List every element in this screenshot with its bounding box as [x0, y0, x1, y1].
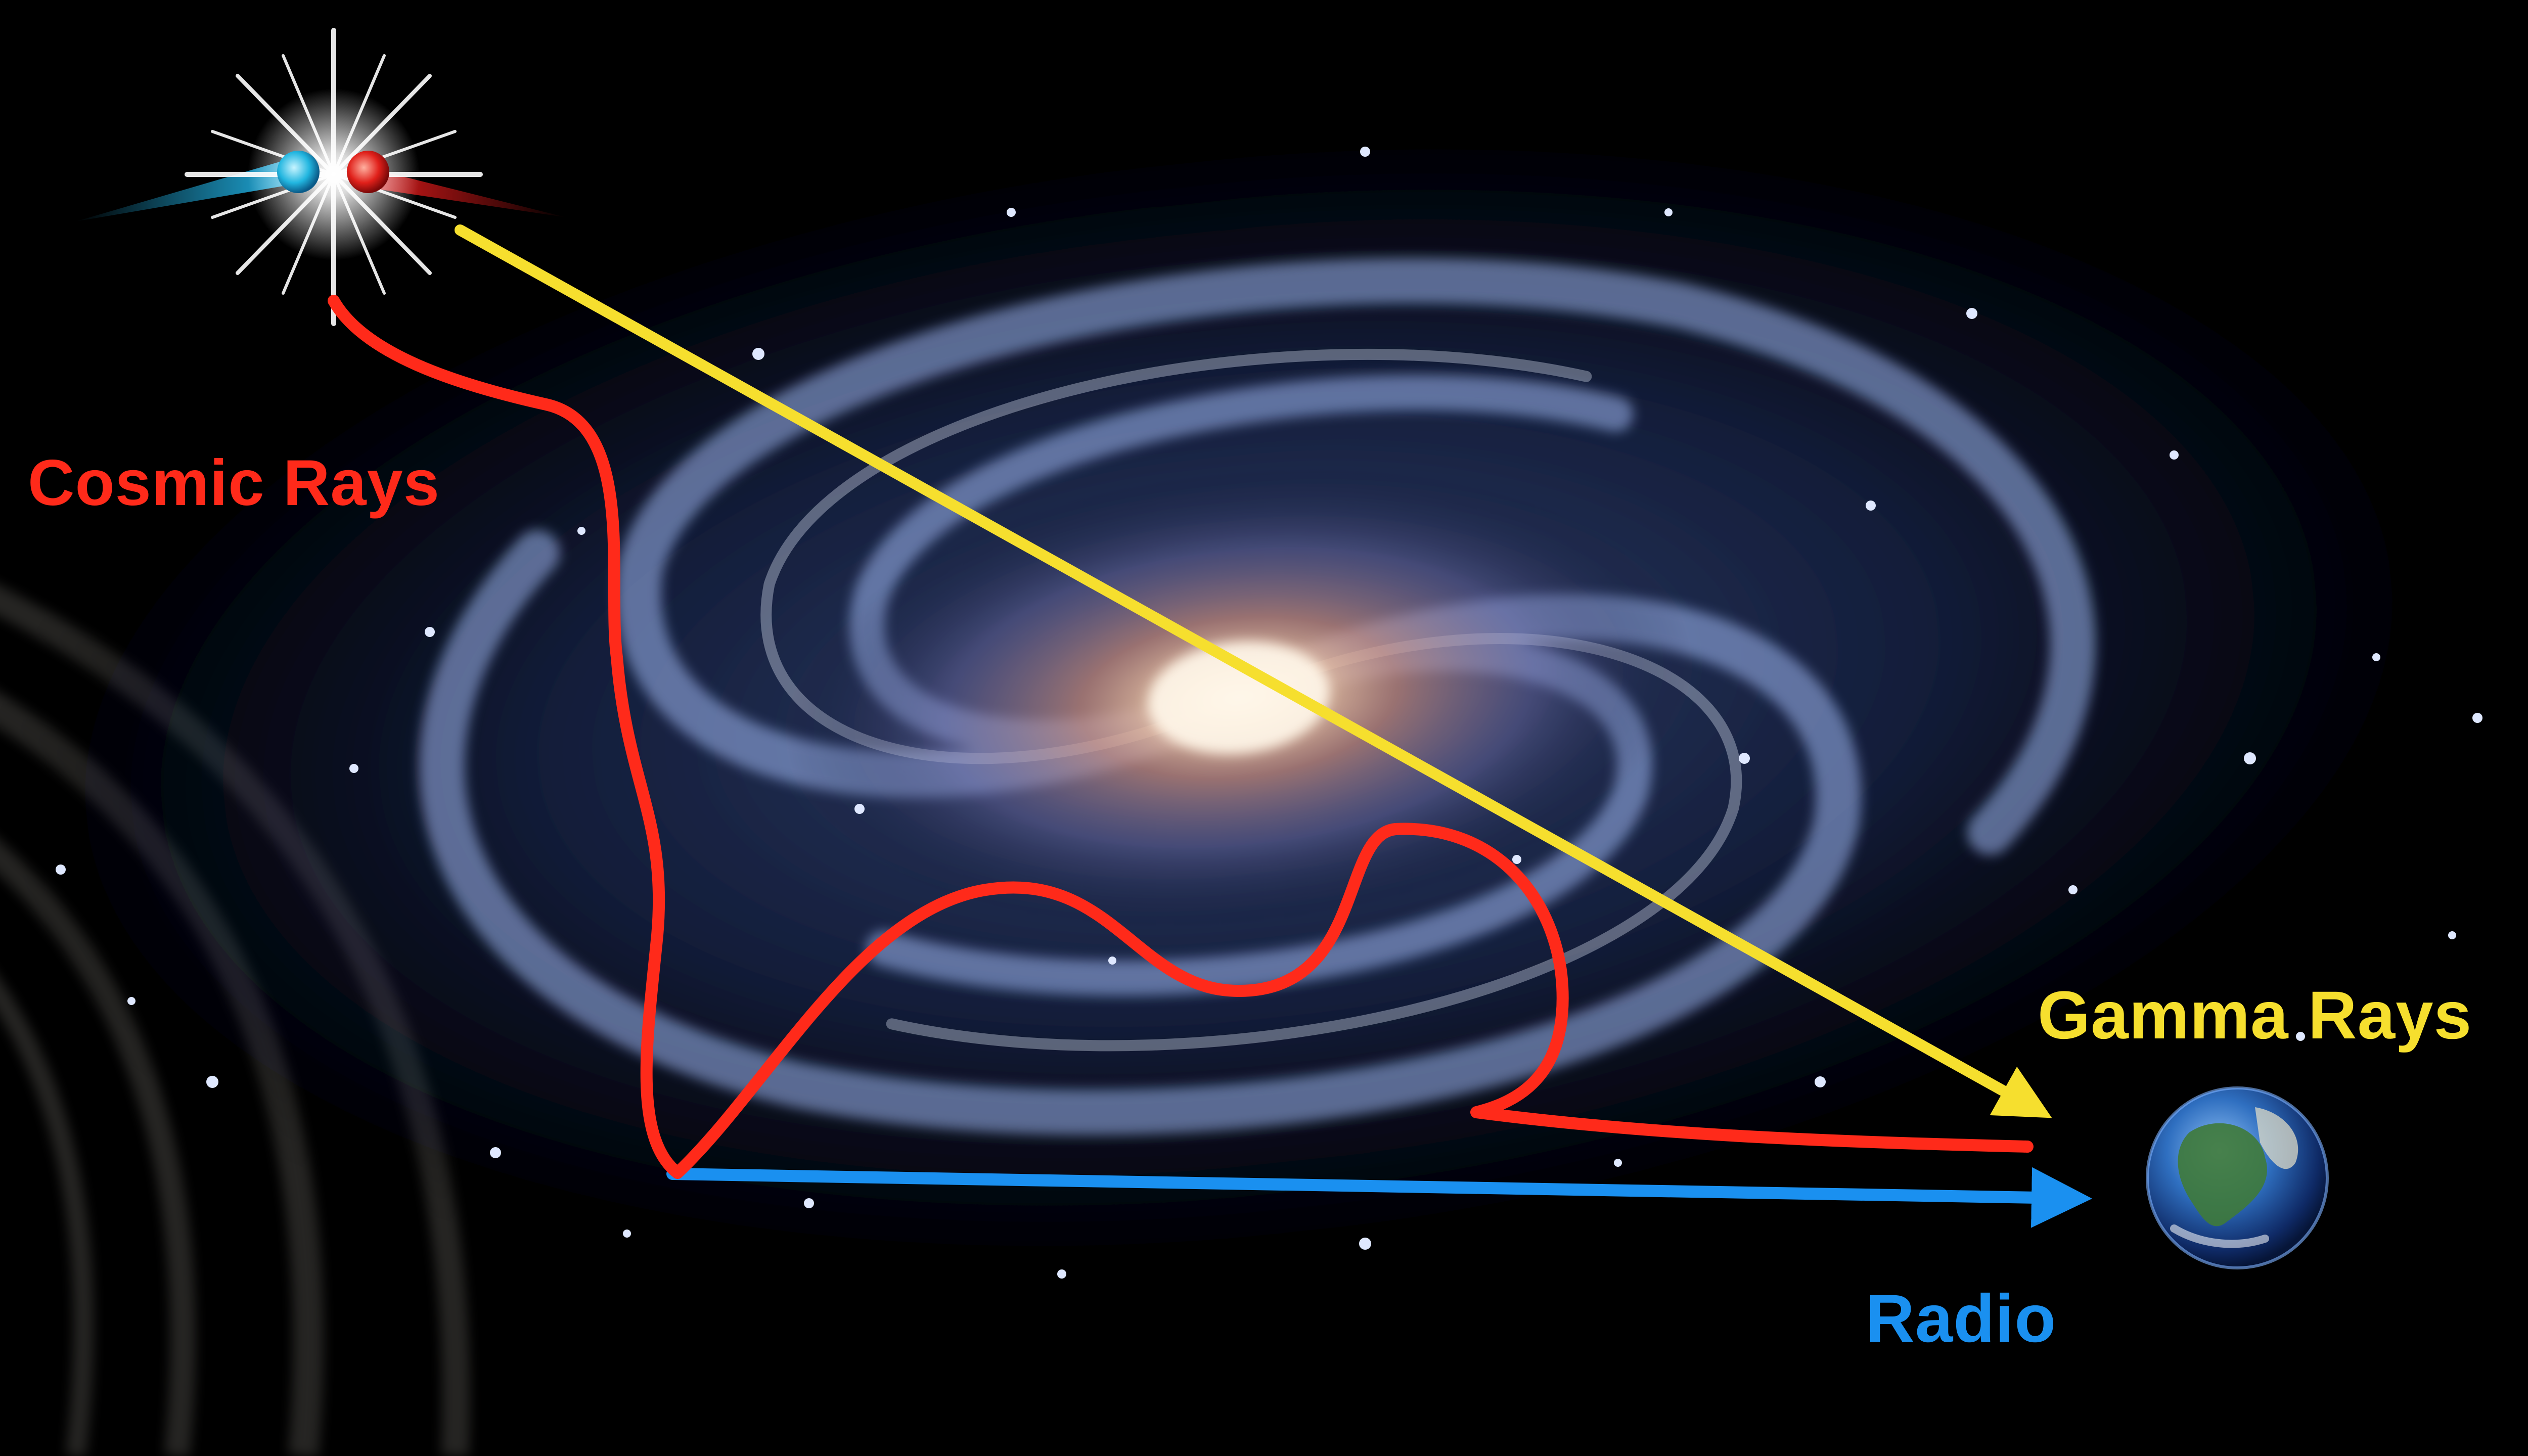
radio-arrow — [666, 1167, 2092, 1228]
gamma-ray-arrow — [455, 224, 2052, 1118]
cosmic-rays-label: Cosmic Rays — [28, 447, 440, 519]
merging-binary-star-icon — [76, 28, 566, 326]
star-field — [56, 147, 2482, 1279]
spiral-galaxy — [0, 104, 2498, 1291]
earth-globe-icon — [2146, 1086, 2329, 1269]
gamma-rays-label: Gamma Rays — [2038, 978, 2472, 1053]
radio-label: Radio — [1866, 1281, 2057, 1356]
cosmic-ray-path — [328, 295, 2034, 1179]
